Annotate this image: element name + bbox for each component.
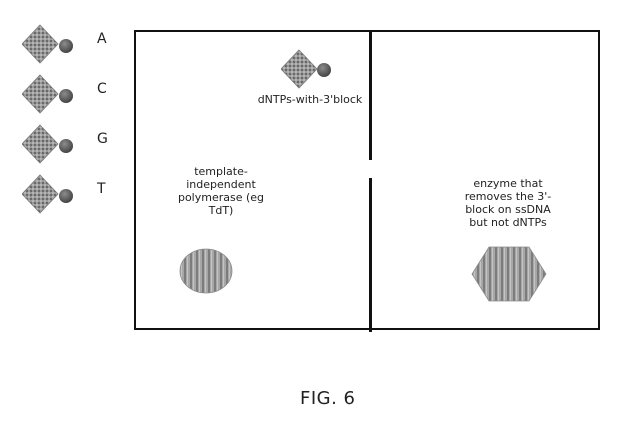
enzyme-label-line: block on ssDNA xyxy=(465,203,551,216)
polymerase-label-line: independent xyxy=(186,178,256,191)
dntp-label: dNTPs-with-3'block xyxy=(257,93,363,106)
enzyme-label: enzyme that removes the 3'- block on ssD… xyxy=(456,177,560,229)
diamond-with-circle-icon xyxy=(22,124,73,164)
enzyme-label-line: removes the 3'- xyxy=(464,190,552,203)
enzyme-label-line: enzyme that xyxy=(473,177,543,190)
legend-letter: G xyxy=(97,131,108,147)
legend-row-a: A xyxy=(22,24,142,64)
polymerase-label-line: template- xyxy=(194,165,248,178)
legend-row-g: G xyxy=(22,124,142,164)
legend-letter: A xyxy=(97,31,107,47)
legend-letter: T xyxy=(97,181,106,197)
enzyme-hexagon-icon xyxy=(471,246,547,302)
legend-row-t: T xyxy=(22,174,142,214)
diamond-with-circle-icon xyxy=(22,174,73,214)
diamond-with-circle-icon xyxy=(22,74,73,114)
dntp-with-block-icon xyxy=(281,49,331,89)
chamber-divider-lower xyxy=(369,178,372,332)
diamond-with-circle-icon xyxy=(22,24,73,64)
polymerase-label: template- independent polymerase (eg TdT… xyxy=(166,165,276,217)
polymerase-ellipse-icon xyxy=(179,248,233,294)
chamber-divider-upper xyxy=(369,32,372,160)
polymerase-label-line: polymerase (eg xyxy=(177,191,265,204)
polymerase-label-line: TdT) xyxy=(208,204,234,217)
reaction-chamber-frame: dNTPs-with-3'block template- independent… xyxy=(134,30,600,332)
legend-letter: C xyxy=(97,81,107,97)
figure-caption: FIG. 6 xyxy=(300,388,356,409)
enzyme-label-line: but not dNTPs xyxy=(469,216,547,229)
legend-row-c: C xyxy=(22,74,142,114)
